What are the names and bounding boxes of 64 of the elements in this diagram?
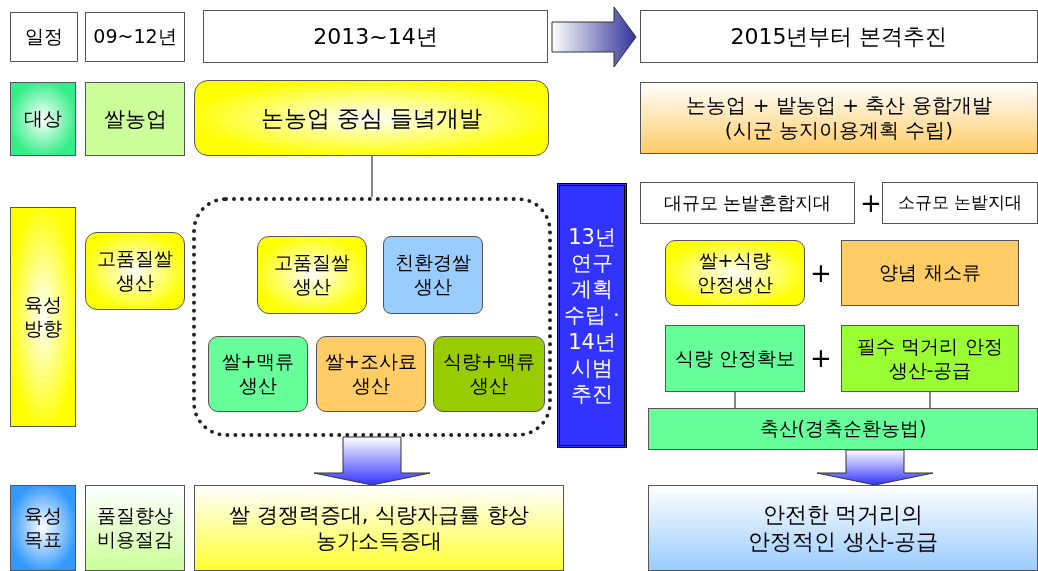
row-header	[10, 485, 76, 571]
connector-line	[371, 155, 373, 198]
node-text: 고품질쌀 생산	[273, 251, 351, 299]
node-text: 쌀+식량 안정생산	[696, 249, 774, 297]
header-cell	[640, 10, 1038, 63]
block-arrow	[313, 436, 431, 486]
node-text: 육성 방향	[23, 293, 63, 341]
row-header	[10, 207, 76, 427]
node-text: 13년 연구계획 수립 · 14년 시범추진	[564, 223, 620, 408]
node-text: 09~12년	[93, 25, 177, 49]
header-cell	[10, 12, 78, 62]
node-text: 식량+맥류 생산	[442, 350, 536, 398]
direction-box	[841, 240, 1019, 306]
dotted-group-box	[192, 197, 552, 437]
node-text: 필수 먹거리 안정 생산-공급	[856, 334, 1004, 383]
direction-box	[841, 325, 1019, 392]
plus-sign: +	[860, 190, 882, 216]
node-text: 쌀농업	[103, 105, 167, 133]
plus-sign: +	[810, 260, 832, 286]
node-text: 대상	[24, 107, 62, 131]
connector-line	[929, 391, 931, 409]
node-text: 쌀 경쟁력증대, 식량자급률 향상 농가소득증대	[228, 501, 530, 555]
block-arrow	[551, 6, 637, 68]
direction-box	[85, 232, 185, 310]
node-text: 식량 안정확보	[674, 346, 795, 371]
node-text: 쌀+맥류 생산	[220, 350, 296, 398]
direction-box	[208, 336, 308, 412]
node-text: 2013~14년	[313, 22, 438, 51]
node-text: 2015년부터 본격추진	[730, 22, 948, 51]
direction-box	[433, 336, 545, 412]
direction-box	[257, 236, 367, 314]
node-text: 양념 채소류	[879, 261, 981, 285]
node-text: 품질향상 비용절감	[96, 504, 174, 552]
node-text: 축산(경축순환농법)	[759, 417, 927, 441]
connector-line	[734, 391, 736, 409]
goal-box	[85, 485, 185, 571]
node-text: 대규모 논밭혼합지대	[663, 191, 832, 215]
node-text: 안전한 먹거리의 안정적인 생산-공급	[746, 500, 940, 556]
block-arrow	[816, 449, 934, 486]
zone-box	[882, 182, 1038, 224]
plus-sign: +	[810, 345, 832, 371]
goal-box	[648, 485, 1038, 571]
node-text: 논농업 + 밭농업 + 축산 융합개발 (시군 농지이용계획 수립)	[685, 93, 993, 143]
target-box	[640, 82, 1038, 154]
goal-box	[194, 485, 564, 571]
direction-box	[383, 236, 483, 314]
node-text: 논농업 중심 들녘개발	[260, 103, 483, 133]
node-text: 소규모 논밭지대	[897, 192, 1023, 214]
node-text: 쌀+조사료 생산	[324, 350, 418, 398]
direction-box	[316, 336, 426, 412]
header-cell	[85, 12, 185, 62]
plan-box	[557, 183, 627, 448]
target-box	[194, 80, 549, 156]
direction-box	[665, 325, 805, 392]
zone-box	[640, 182, 855, 224]
node-text: 친환경쌀 생산	[394, 251, 472, 299]
direction-box	[665, 240, 805, 306]
livestock-box	[648, 408, 1038, 450]
node-text: 일정	[25, 25, 63, 49]
node-text: 육성 목표	[23, 504, 63, 552]
node-text: 고품질쌀 생산	[96, 247, 174, 295]
target-box	[85, 82, 185, 156]
header-cell	[203, 10, 548, 63]
row-header	[10, 82, 76, 156]
